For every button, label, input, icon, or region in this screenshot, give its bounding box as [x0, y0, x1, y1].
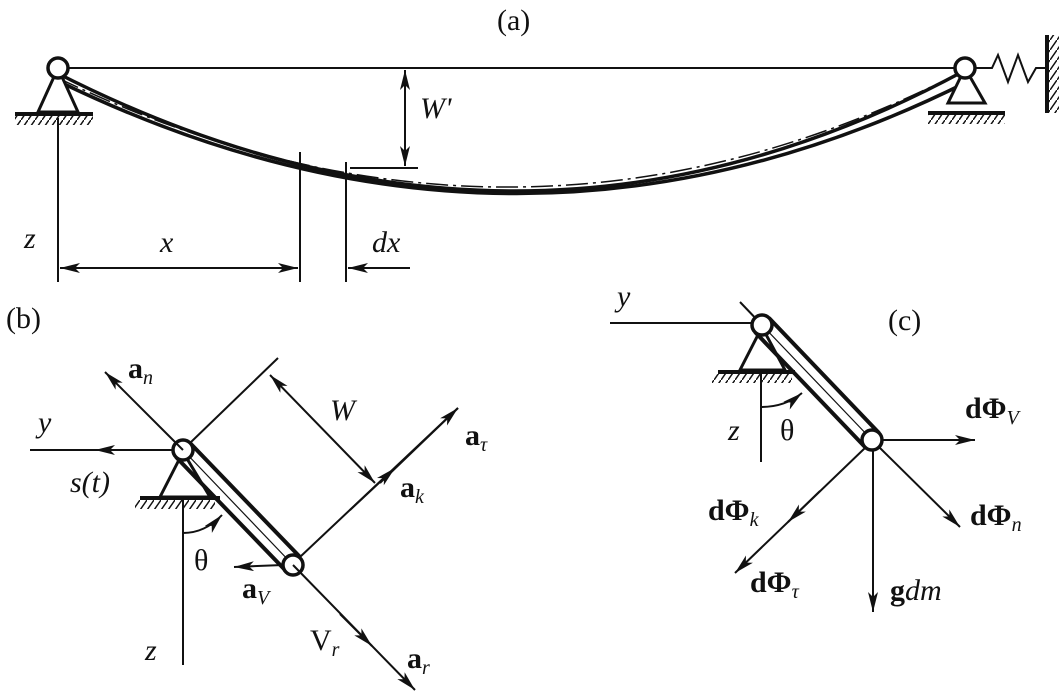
a-n-arrow — [104, 371, 184, 451]
panel-c-title: (c) — [888, 304, 921, 337]
beam-lower-edge — [59, 80, 968, 196]
rod-axis — [761, 324, 873, 441]
panel-a-title: (a) — [497, 4, 530, 37]
theta-label: θ — [194, 544, 208, 577]
a-tau-label: aτ — [465, 419, 488, 456]
panel-b-title: (b) — [6, 302, 41, 335]
a-r-label: ar — [407, 642, 430, 679]
spring-icon — [975, 52, 1047, 85]
a-v-label: aV — [242, 572, 272, 609]
panel-c: (c) y z θ dΦV gdm dΦn dΦk dΦτ — [610, 280, 1022, 612]
rod-edge-bottom — [174, 455, 288, 573]
dphi-v-label: dΦV — [965, 392, 1022, 429]
a-k-arrow — [349, 467, 396, 511]
rod-axis — [182, 449, 294, 566]
z-axis-label: z — [23, 222, 36, 255]
dphi-tau-label: dΦτ — [750, 566, 800, 603]
width-label: W — [330, 394, 358, 427]
y-axis-label: y — [35, 406, 52, 439]
v-r-arrow — [339, 613, 373, 647]
x-label: x — [159, 226, 174, 259]
displacement-label: s(t) — [70, 466, 110, 499]
theta-arc — [760, 392, 803, 410]
y-axis-label: y — [614, 280, 631, 313]
beam-upper-edge — [54, 70, 963, 193]
ground-hatch — [712, 374, 792, 383]
panel-b: (b) y s(t) z θ an W aτ ak aV — [6, 302, 488, 691]
rod-edge-top — [188, 441, 302, 559]
dphi-n-label: dΦn — [970, 499, 1022, 536]
right-pin-icon — [953, 56, 977, 80]
z-axis-label: z — [727, 414, 740, 447]
left-pin-icon — [46, 56, 70, 80]
a-n-label: an — [128, 352, 153, 389]
deflection-label: W' — [420, 92, 452, 125]
dphi-k-label: dΦk — [708, 494, 760, 531]
panel-a: (a) W' z x — [15, 4, 1059, 282]
upper-pin-icon — [750, 313, 774, 337]
gravity-label: gdm — [890, 574, 942, 607]
dphi-k-arrow — [787, 490, 821, 523]
a-v-arrow — [233, 561, 284, 572]
left-pin-support — [15, 56, 93, 125]
ground-hatch — [135, 500, 215, 509]
theta-label: θ — [780, 414, 794, 447]
width-extension-upper — [189, 357, 279, 444]
dx-label: dx — [372, 226, 401, 259]
a-k-label: ak — [400, 471, 425, 508]
rod-edge-top — [767, 316, 881, 435]
wall-hatch — [1049, 35, 1059, 113]
width-dimension-arrow — [269, 374, 376, 484]
v-r-label: Vr — [310, 624, 340, 661]
rod-edge-bottom — [753, 330, 867, 449]
dphi-n-arrow — [878, 446, 961, 528]
theta-arc — [182, 514, 223, 534]
beam-centerline — [57, 69, 966, 188]
z-axis-label: z — [144, 634, 157, 667]
